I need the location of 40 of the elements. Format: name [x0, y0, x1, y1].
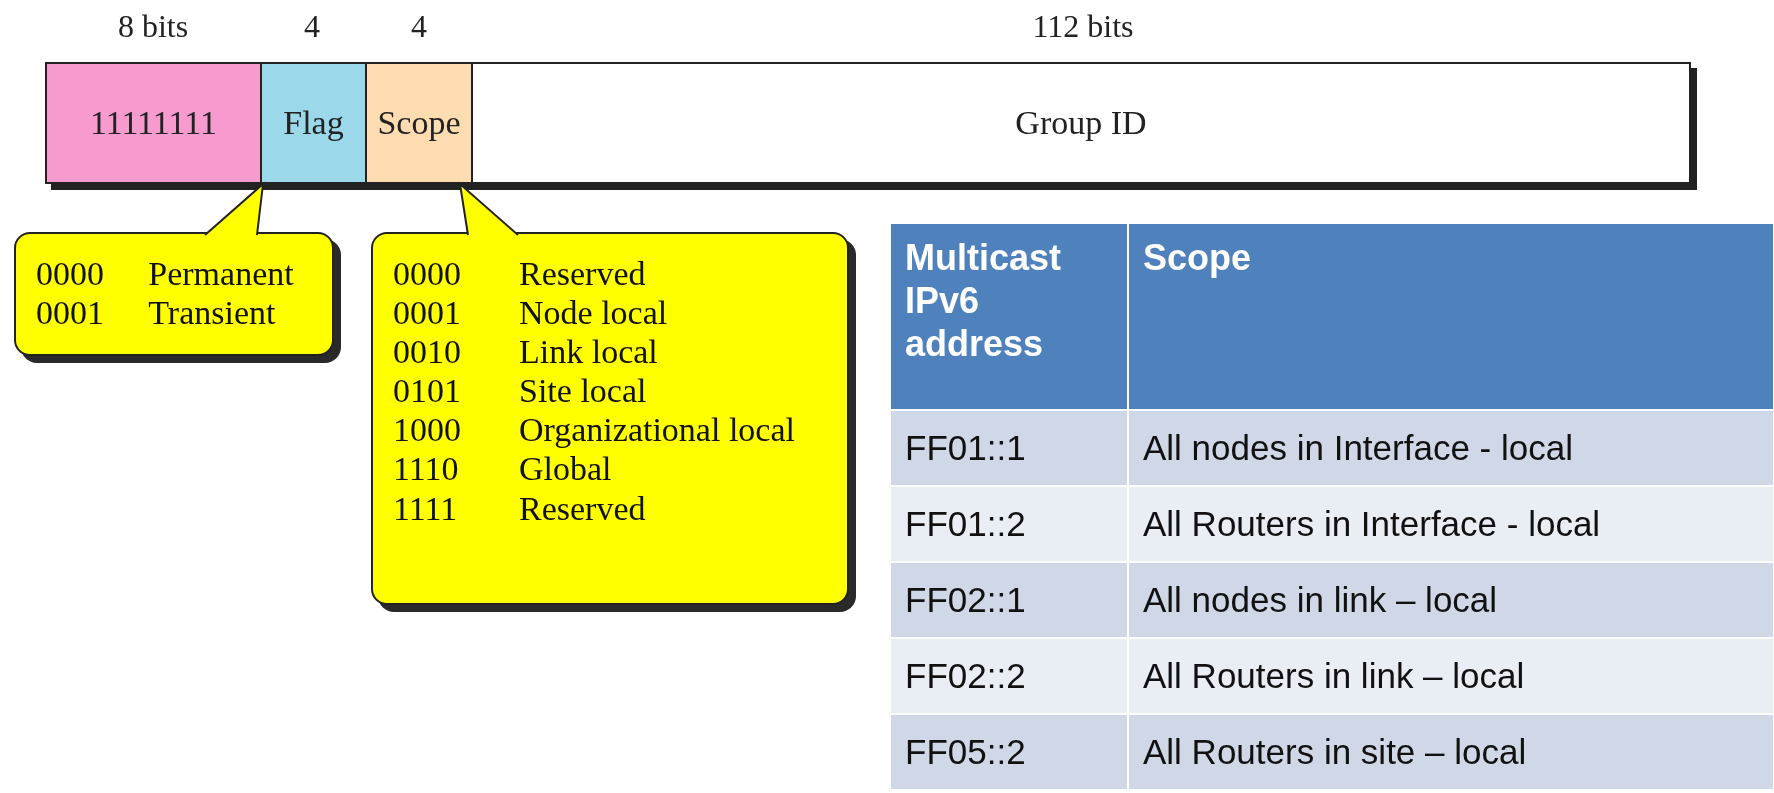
value-meaning: Permanent — [148, 254, 295, 294]
value-meaning: Link local — [519, 332, 659, 372]
bit-code: 0001 — [36, 293, 105, 333]
callout-pointer — [458, 181, 519, 236]
bit-width-label: 4 — [304, 8, 320, 45]
value-meaning: Global — [519, 449, 613, 489]
bit-code: 0010 — [393, 332, 462, 372]
bit-code: 0101 — [393, 371, 462, 411]
table-cell: All Routers in site – local — [1128, 714, 1774, 790]
value-meaning: Node local — [519, 293, 669, 333]
bit-width-label: 112 bits — [1032, 8, 1134, 45]
bit-code: 1110 — [393, 449, 460, 489]
bit-code: 1111 — [393, 488, 459, 528]
table-cell: FF02::2 — [890, 638, 1128, 714]
table-cell: FF01::2 — [890, 486, 1128, 562]
table-cell: FF05::2 — [890, 714, 1128, 790]
table-header-cell: Multicast IPv6 address — [890, 223, 1128, 410]
binary-prefix-field: 11111111 — [45, 62, 262, 184]
table-cell: All nodes in Interface - local — [1128, 410, 1774, 486]
scope-field: Scope — [365, 62, 473, 184]
value-meaning: Site local — [519, 371, 648, 411]
table-cell: FF01::1 — [890, 410, 1128, 486]
bit-code: 0000 — [36, 254, 105, 294]
table-header-cell: Scope — [1128, 223, 1774, 410]
table-cell: All Routers in link – local — [1128, 638, 1774, 714]
value-meaning: Organizational local — [519, 410, 796, 450]
table-cell: All nodes in link – local — [1128, 562, 1774, 638]
bit-width-label: 8 bits — [117, 8, 189, 45]
value-meaning: Reserved — [519, 488, 647, 528]
table-cell: All Routers in Interface - local — [1128, 486, 1774, 562]
value-meaning: Reserved — [519, 254, 647, 294]
bit-code: 1000 — [393, 410, 462, 450]
bit-code: 0001 — [393, 293, 462, 333]
callout-pointer — [204, 181, 265, 236]
value-meaning: Transient — [148, 293, 277, 333]
bit-code: 0000 — [393, 254, 462, 294]
flag-field: Flag — [260, 62, 367, 184]
bit-width-label: 4 — [411, 8, 427, 45]
group-id-field: Group ID — [471, 62, 1691, 184]
table-cell: FF02::1 — [890, 562, 1128, 638]
